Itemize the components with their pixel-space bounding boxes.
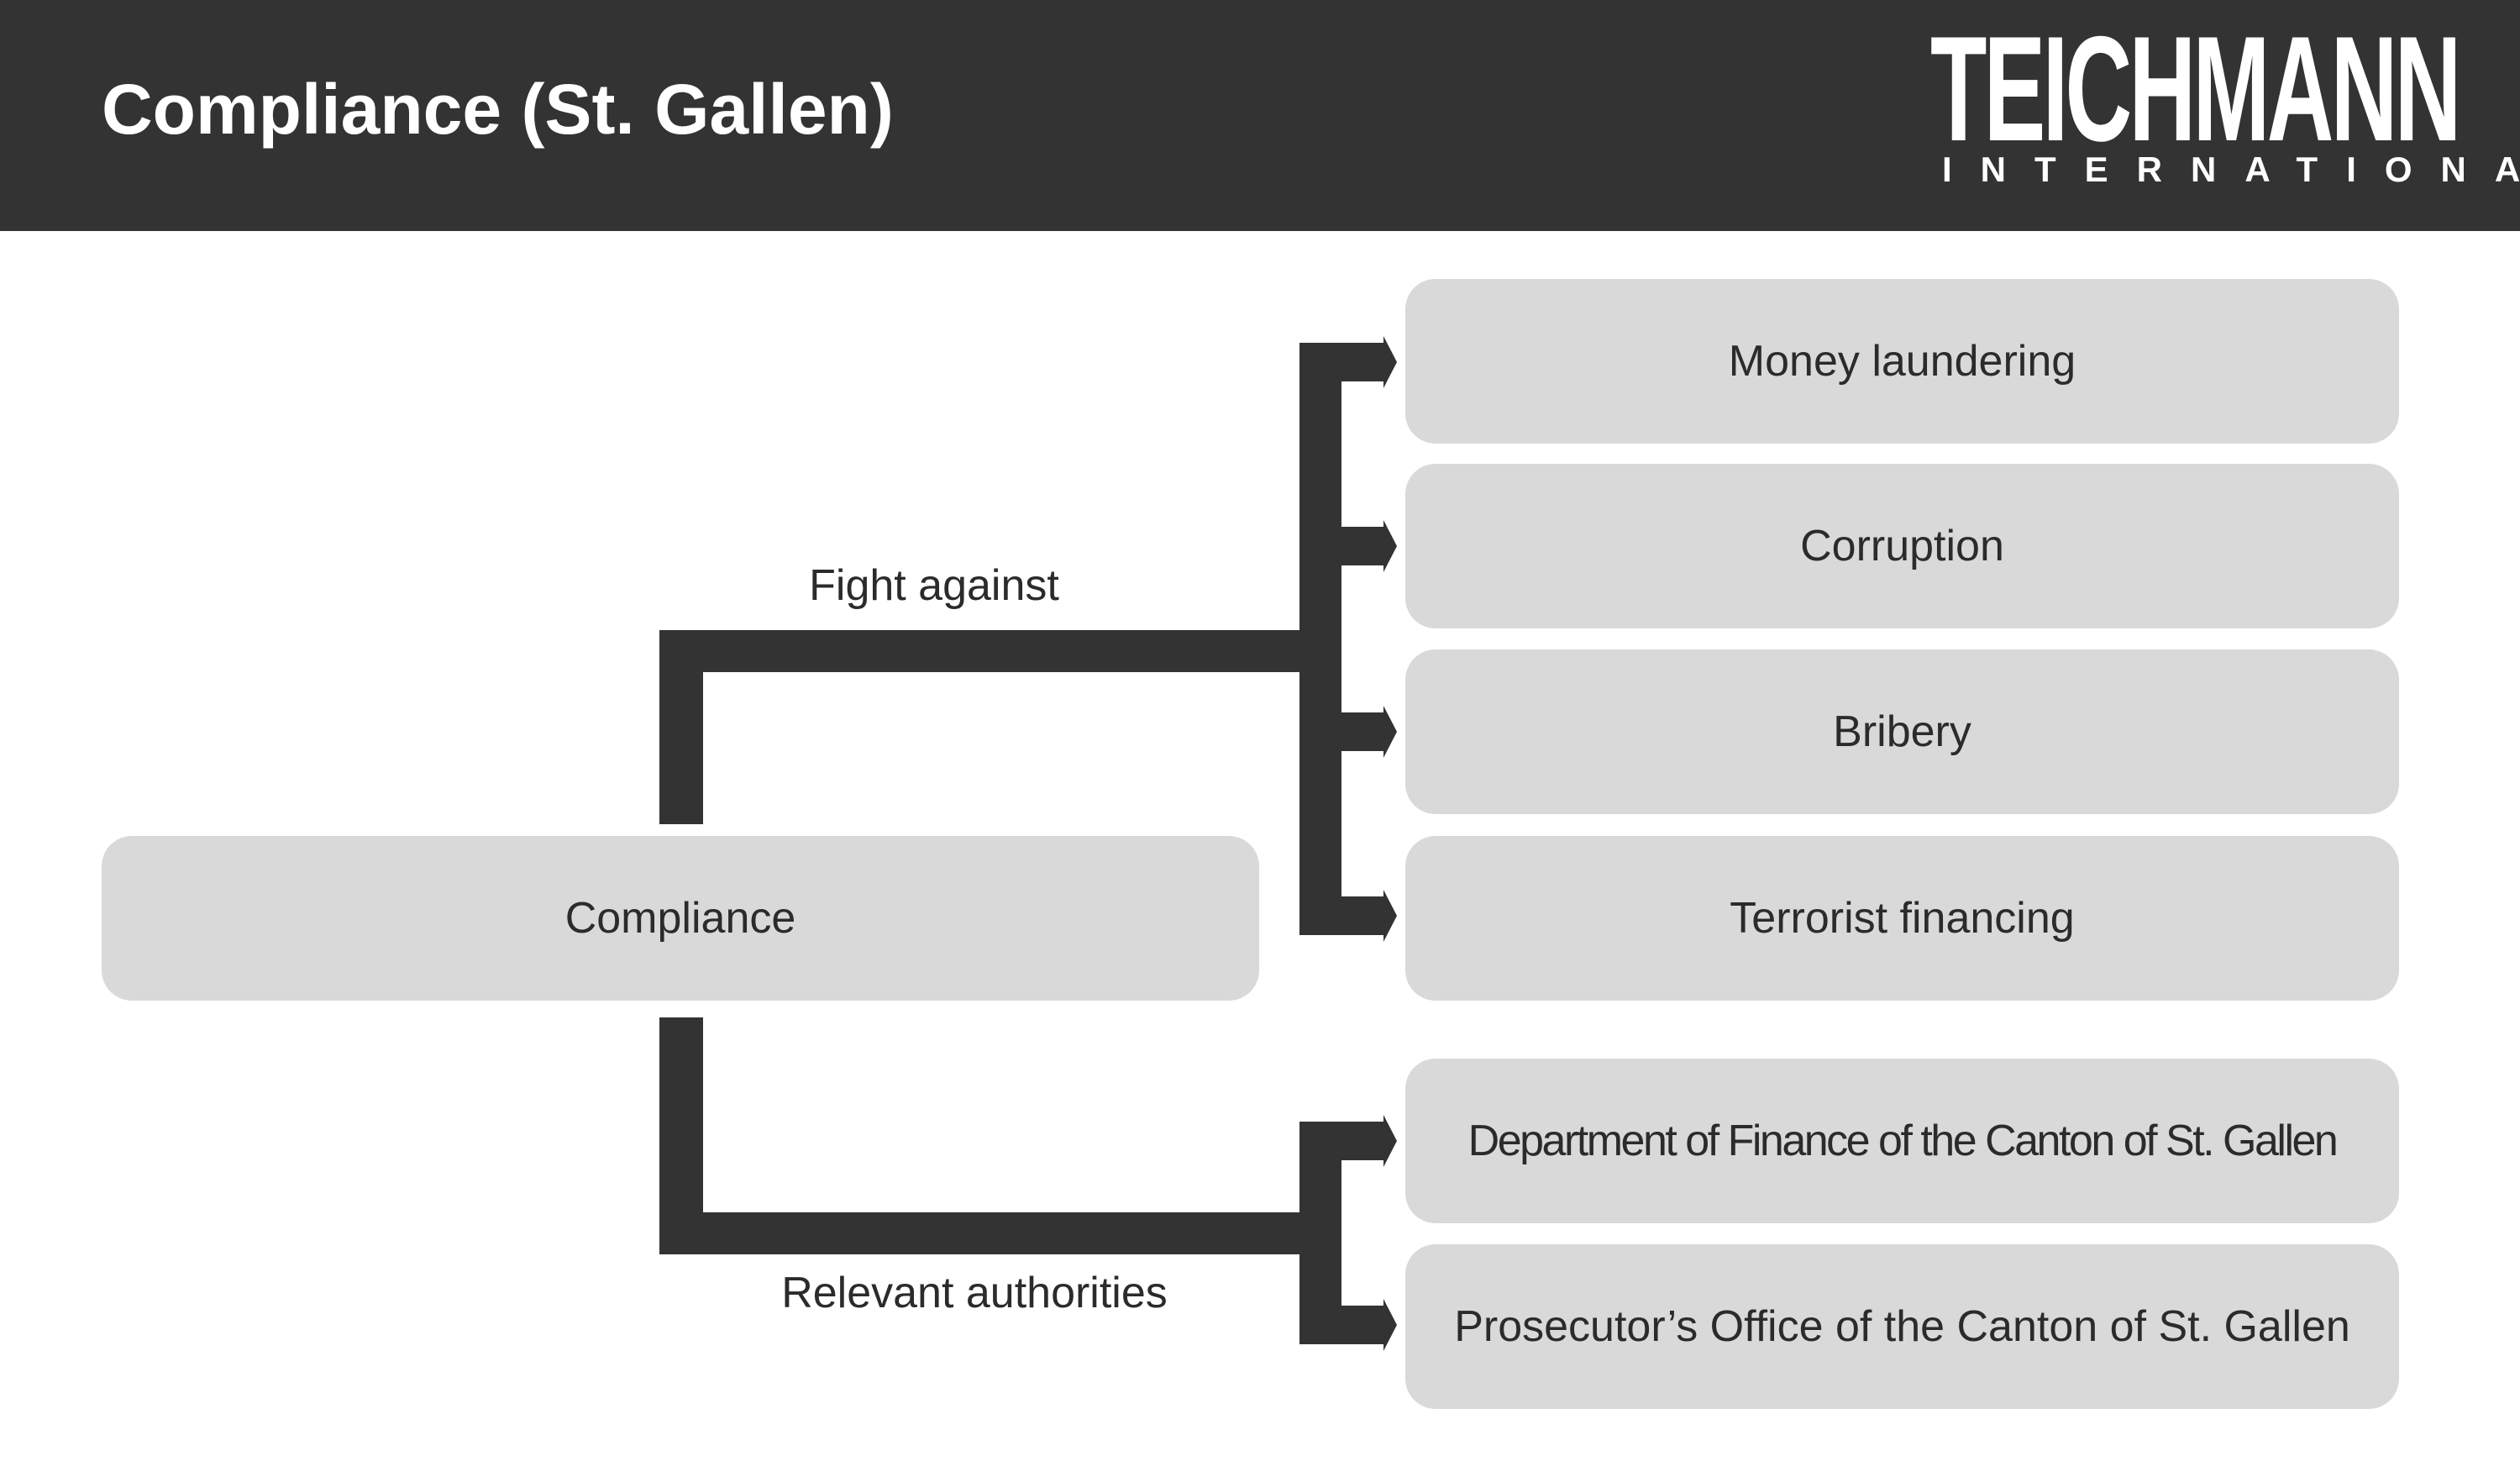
branch-label-fight-against: Fight against bbox=[809, 561, 1059, 610]
child-node-label: Terrorist financing bbox=[1730, 894, 2075, 943]
connector-tick-6 bbox=[1299, 1306, 1383, 1344]
child-node-department-of-finance: Department of Finance of the Canton of S… bbox=[1405, 1059, 2399, 1223]
child-node-prosecutors-office: Prosecutor’s Office of the Canton of St.… bbox=[1405, 1244, 2399, 1409]
connector-tick-3 bbox=[1299, 712, 1383, 751]
root-node-compliance: Compliance bbox=[102, 836, 1259, 1001]
connector-tick-2 bbox=[1299, 527, 1383, 565]
child-node-bribery: Bribery bbox=[1405, 649, 2399, 814]
root-node-label: Compliance bbox=[564, 894, 796, 943]
connector-tick-5 bbox=[1299, 1122, 1383, 1160]
child-node-label: Department of Finance of the Canton of S… bbox=[1467, 1117, 2339, 1165]
child-node-corruption: Corruption bbox=[1405, 464, 2399, 628]
page-title: Compliance (St. Gallen) bbox=[102, 70, 894, 149]
arrow-head-5 bbox=[1383, 1115, 1397, 1167]
arrow-head-4 bbox=[1383, 890, 1397, 942]
child-node-label: Prosecutor’s Office of the Canton of St.… bbox=[1454, 1302, 2350, 1351]
arrow-head-2 bbox=[1383, 520, 1397, 572]
arrow-head-1 bbox=[1383, 336, 1397, 388]
arrow-head-3 bbox=[1383, 706, 1397, 758]
header-bar: Compliance (St. Gallen) TEICHMANN INTERN… bbox=[0, 0, 2520, 231]
connector-authorities-horizontal bbox=[659, 1212, 1341, 1254]
child-node-terrorist-financing: Terrorist financing bbox=[1405, 836, 2399, 1001]
child-node-label: Corruption bbox=[1800, 522, 2004, 570]
child-node-label: Money laundering bbox=[1728, 337, 2076, 386]
connector-tick-4 bbox=[1299, 896, 1383, 935]
brand-logo-subtitle: INTERNATIONAL bbox=[1942, 150, 2520, 189]
child-node-label: Bribery bbox=[1833, 707, 1971, 756]
connector-tick-1 bbox=[1299, 343, 1383, 381]
branch-label-relevant-authorities: Relevant authorities bbox=[781, 1269, 1168, 1317]
arrow-head-6 bbox=[1383, 1299, 1397, 1351]
connector-fight-horizontal bbox=[659, 630, 1341, 672]
child-node-money-laundering: Money laundering bbox=[1405, 279, 2399, 444]
connector-fight-trunk bbox=[1299, 343, 1341, 935]
